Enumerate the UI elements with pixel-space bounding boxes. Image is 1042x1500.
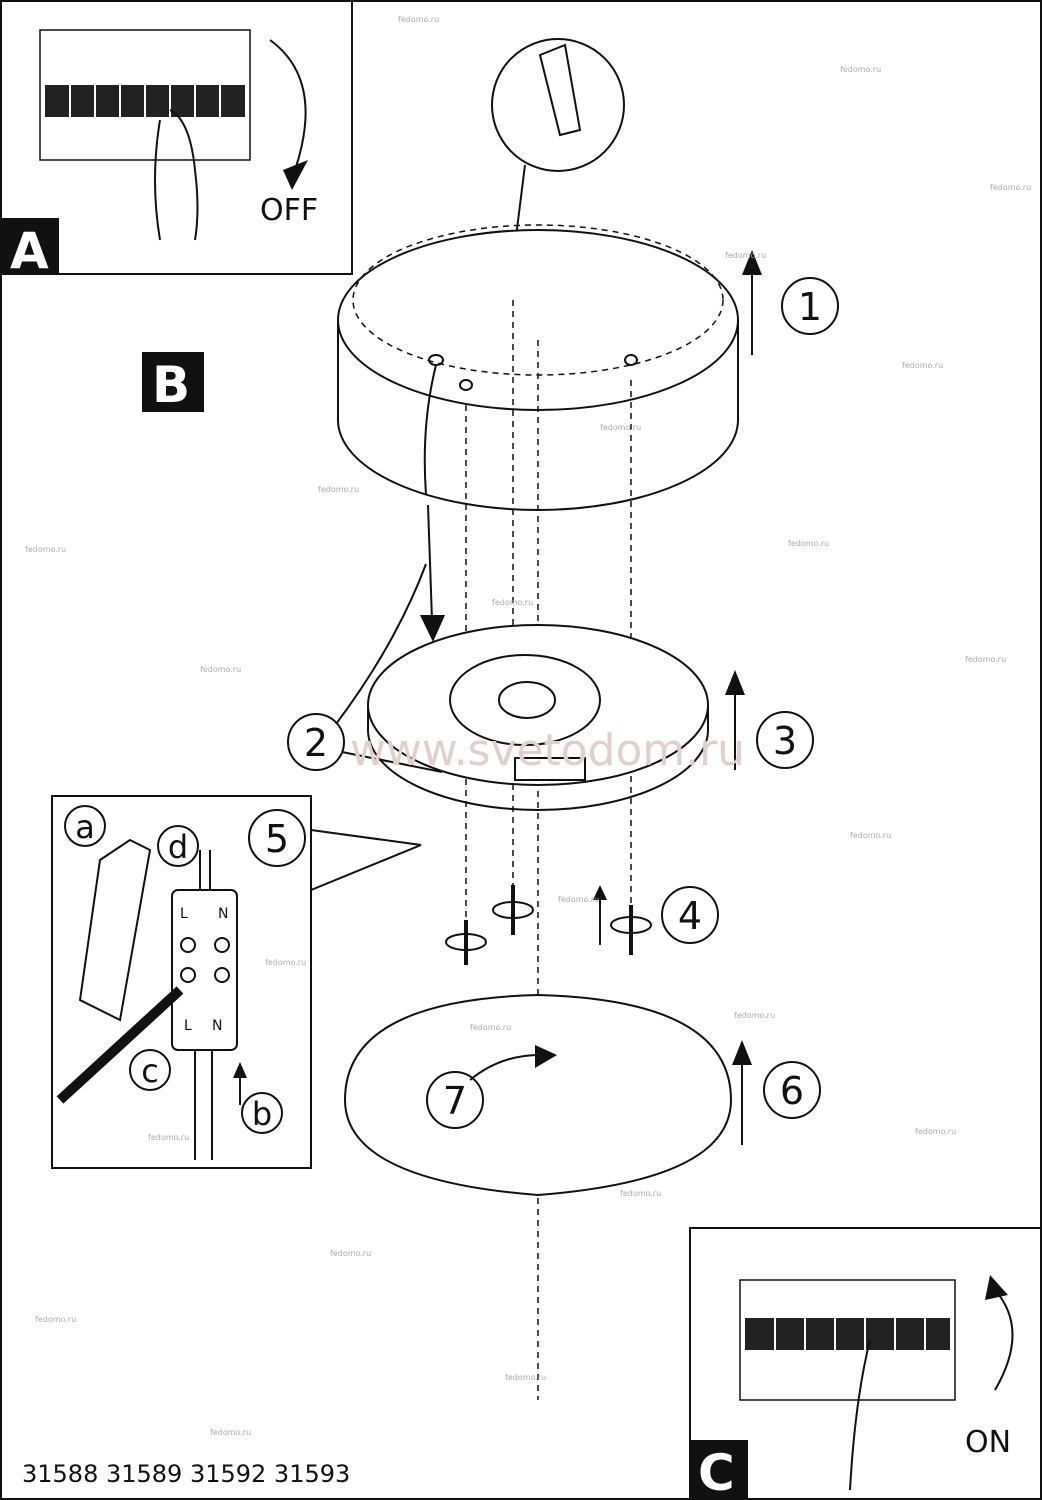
watermark: fedomo.ru	[35, 1315, 76, 1324]
hand-icon	[169, 109, 199, 241]
watermark: fedomo.ru	[558, 895, 599, 904]
substep-b-label: b	[252, 1095, 272, 1133]
watermark: fedomo.ru	[850, 831, 891, 840]
watermark: fedomo.ru	[398, 15, 439, 24]
step-2-label: 2	[304, 721, 328, 765]
panel-c-letter: C	[698, 1444, 735, 1500]
step-5-label: 5	[265, 817, 289, 861]
watermark: fedomo.ru	[600, 423, 641, 432]
off-arrow-icon	[269, 39, 307, 171]
ceiling-base	[337, 224, 739, 511]
screwdriver-icon	[56, 986, 184, 1104]
panel-a-badge	[1, 218, 59, 274]
panel-b-badge	[142, 352, 204, 412]
diffuser-shade	[343, 993, 733, 1197]
watermark: fedomo.ru	[470, 1023, 511, 1032]
breaker-panel-icon	[39, 29, 251, 241]
watermark: fedomo.ru	[265, 958, 306, 967]
down-arrow-icon	[427, 504, 433, 621]
rotate-arrow-icon	[469, 1054, 541, 1081]
panel-b-letter: B	[152, 356, 190, 414]
wall-plug-detail	[491, 38, 625, 172]
watermark: fedomo.ru	[210, 1428, 251, 1437]
watermarks: fedomo.ru fedomo.ru fedomo.ru fedomo.ru …	[25, 15, 1031, 1437]
watermark: fedomo.ru	[990, 183, 1031, 192]
substep-a-label: a	[75, 808, 95, 846]
substep-c-label: c	[141, 1052, 159, 1090]
model-numbers: 31588 31589 31592 31593	[22, 1460, 350, 1488]
watermark: fedomo.ru	[200, 665, 241, 674]
wall-plug-icon	[538, 43, 582, 137]
step-4-label: 4	[678, 894, 702, 938]
watermark: fedomo.ru	[25, 545, 66, 554]
watermark: fedomo.ru	[902, 361, 943, 370]
watermark: fedomo.ru	[148, 1133, 189, 1142]
step-1-label: 1	[798, 285, 822, 329]
terminal-bottom-n: N	[212, 1018, 222, 1034]
terminal-top-l: L	[180, 906, 188, 922]
panel-a-letter: A	[10, 222, 49, 280]
step-6-label: 6	[780, 1069, 804, 1113]
watermark: fedomo.ru	[318, 485, 359, 494]
substep-d-label: d	[168, 828, 188, 866]
power-cable	[423, 364, 437, 496]
terminal-top-n: N	[218, 906, 228, 922]
watermark: fedomo.ru	[620, 1189, 661, 1198]
watermark: fedomo.ru	[734, 1011, 775, 1020]
mounting-plate	[367, 624, 709, 811]
watermark: fedomo.ru	[330, 1249, 371, 1258]
off-label: OFF	[260, 193, 318, 228]
terminal-bottom-l: L	[184, 1018, 192, 1034]
step-7-label: 7	[443, 1079, 467, 1123]
on-label: ON	[965, 1425, 1011, 1460]
watermark: fedomo.ru	[840, 65, 881, 74]
watermark: fedomo.ru	[915, 1127, 956, 1136]
watermark: fedomo.ru	[492, 598, 533, 607]
on-arrow-icon	[994, 1289, 1014, 1391]
panel-c: C ON	[689, 1227, 1042, 1500]
screw-icon	[445, 885, 652, 965]
watermark: fedomo.ru	[725, 251, 766, 260]
breaker-panel-icon	[739, 1279, 956, 1491]
panel-a: A OFF	[0, 0, 353, 280]
panel-c-badge	[690, 1440, 748, 1499]
step-3-label: 3	[773, 719, 797, 763]
watermark: fedomo.ru	[965, 655, 1006, 664]
terminal-cover-icon	[78, 838, 152, 1022]
terminal-block-icon	[171, 889, 238, 1051]
watermark: fedomo.ru	[788, 539, 829, 548]
wiring-inset: a b c d L N L N	[51, 795, 422, 1169]
hand-icon	[849, 1339, 871, 1491]
driver-box	[514, 757, 586, 781]
watermark-large: www.svetodom.ru	[350, 725, 745, 776]
watermark: fedomo.ru	[505, 1373, 546, 1382]
